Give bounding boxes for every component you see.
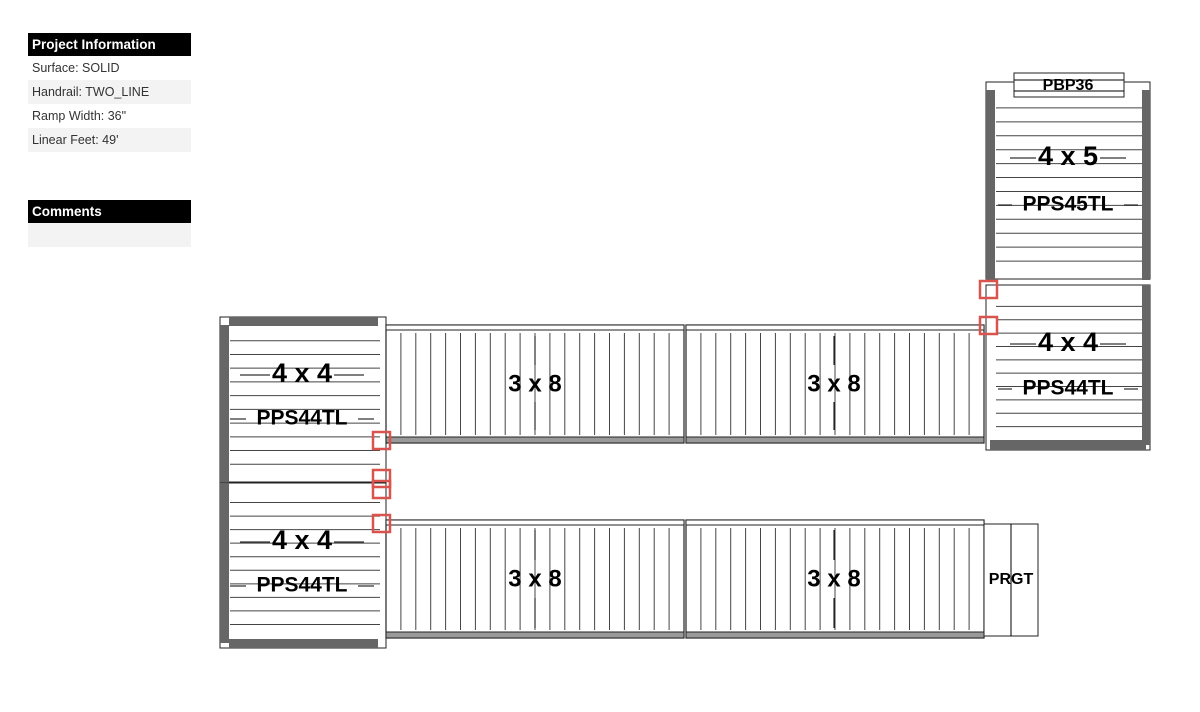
project-info-title: Project Information — [28, 33, 191, 56]
info-surface: Surface: SOLID — [28, 56, 191, 80]
platform-left-lower-size: 4 x 4 — [272, 525, 332, 555]
platform-top-right-lower-rail — [990, 440, 1146, 450]
ramp-upper-left-label: 3 x 8 — [508, 370, 561, 397]
platform-left-lower-code: PPS44TL — [256, 574, 347, 597]
ramp-lower-left-top-edge — [385, 519, 685, 526]
ramp-lower-right-label: 3 x 8 — [807, 565, 860, 592]
ramp-lower-right-top-edge — [685, 519, 985, 526]
platform-top-right-upper — [985, 81, 1151, 280]
info-ramp-width: Ramp Width: 36" — [28, 104, 191, 128]
connector-marker — [371, 468, 392, 489]
platform-top-right-upper-rail — [986, 90, 995, 280]
info-linear-feet: Linear Feet: 49' — [28, 128, 191, 152]
connector-marker — [371, 479, 392, 500]
platform-right-code: PPS44TL — [1022, 377, 1113, 400]
comments-text — [28, 223, 191, 247]
ramp-lower-left-label: 3 x 8 — [508, 565, 561, 592]
ramp-upper-left-bottom-edge — [385, 436, 685, 444]
platform-top-right-lower-rail — [1142, 285, 1150, 445]
ramp-upper-left-top-edge — [385, 324, 685, 331]
transition-label: PRGT — [989, 571, 1034, 588]
platform-left-lower — [219, 482, 387, 649]
connector-marker — [978, 315, 999, 336]
platform-left-upper-rail — [229, 317, 378, 326]
project-info-panel: Project Information Surface: SOLID Handr… — [28, 33, 191, 152]
platform-left-upper-size: 4 x 4 — [272, 358, 332, 388]
ramp-upper-right-top-edge — [685, 324, 985, 331]
platform-left-lower-rail — [220, 483, 229, 643]
info-handrail: Handrail: TWO_LINE — [28, 80, 191, 104]
ramp-upper-right-label: 3 x 8 — [807, 370, 860, 397]
connector-marker — [371, 513, 392, 534]
platform-top-size: 4 x 5 — [1038, 141, 1098, 171]
connector-marker — [978, 279, 999, 300]
platform-right-size: 4 x 4 — [1038, 327, 1098, 357]
platform-left-upper-rail — [220, 325, 229, 485]
platform-top-right-lower — [985, 284, 1151, 451]
ramp-upper-right-bottom-edge — [685, 436, 985, 444]
platform-left-upper — [219, 316, 387, 483]
platform-left-lower-rail — [229, 639, 378, 648]
platform-top-right-upper-rail — [1142, 90, 1150, 280]
ramp-lower-left-bottom-edge — [385, 631, 685, 639]
connector-marker — [371, 430, 392, 451]
comments-panel: Comments — [28, 200, 191, 247]
bridge-plate-label: PBP36 — [1043, 77, 1094, 94]
ramp-lower-right-bottom-edge — [685, 631, 985, 639]
platform-top-code: PPS45TL — [1022, 193, 1113, 216]
platform-left-upper-code: PPS44TL — [256, 407, 347, 430]
bridge-plate — [1013, 72, 1125, 98]
comments-title: Comments — [28, 200, 191, 223]
